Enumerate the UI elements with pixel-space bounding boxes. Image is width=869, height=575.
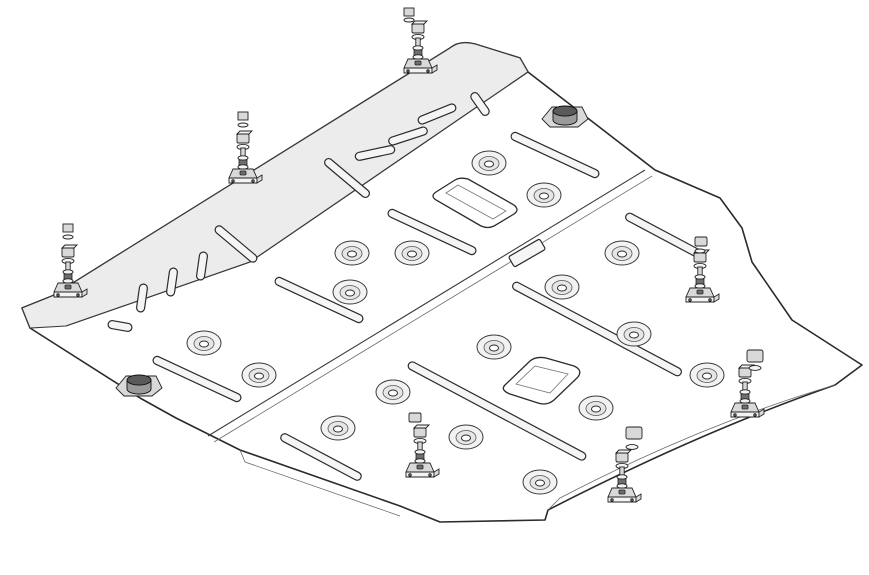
hardware-stacks bbox=[62, 7, 764, 450]
rear-band-slots bbox=[107, 92, 490, 332]
front-lip bbox=[239, 449, 401, 517]
center-seam-shadow bbox=[213, 175, 653, 443]
center-seam bbox=[207, 169, 646, 437]
right-lip bbox=[547, 384, 836, 511]
access-windows bbox=[432, 177, 581, 405]
front-bend-line bbox=[65, 71, 529, 327]
long-slots bbox=[152, 131, 705, 481]
